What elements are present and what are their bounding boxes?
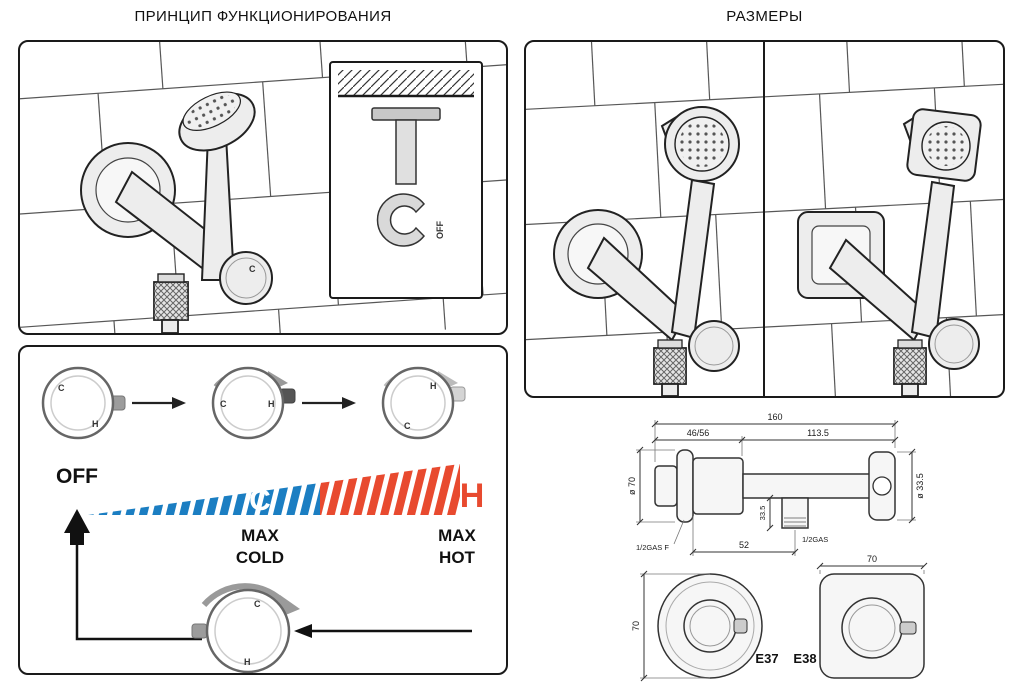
svg-text:MAX: MAX xyxy=(438,526,476,545)
hose-collar xyxy=(157,273,185,283)
fv-round-knob xyxy=(683,599,737,653)
panel-operation-wall: C OFF xyxy=(18,40,508,335)
dim-o33-5: ø 33.5 xyxy=(915,473,925,499)
fv-square-knob-tab xyxy=(899,621,917,635)
panel-dimension-drawings: 160 46/56 113.5 xyxy=(524,400,1024,700)
e37-handle xyxy=(670,178,716,340)
flow-connector xyxy=(75,545,202,641)
knob-steps-drawing: C H C H xyxy=(41,366,484,673)
dim-46-56: 46/56 xyxy=(687,428,710,438)
e38-handle xyxy=(910,180,956,340)
gradient-cold-section xyxy=(88,483,320,515)
ceiling-bracket-inset: OFF xyxy=(329,61,483,299)
fv-round-knob-tab xyxy=(733,618,748,634)
e37-hose xyxy=(661,383,679,396)
e38-spray-face xyxy=(926,126,966,166)
mixer-knob-c: C xyxy=(254,599,261,609)
mount-plate xyxy=(371,107,441,121)
svg-text:MAX: MAX xyxy=(241,526,279,545)
off-label: OFF xyxy=(56,465,98,488)
model-e38: E38 xyxy=(793,651,816,666)
sv-valve-body xyxy=(692,457,744,515)
shower-variants-drawing xyxy=(526,42,1003,396)
knob-2-h: H xyxy=(268,399,275,409)
knob-state-1: C H xyxy=(41,366,126,440)
spray-face xyxy=(186,95,237,128)
left-section-title: ПРИНЦИП ФУНКЦИОНИРОВАНИЯ xyxy=(134,8,392,25)
sv-outlet xyxy=(781,497,809,529)
dim-160: 160 xyxy=(767,412,782,422)
bracket-stem xyxy=(395,119,417,185)
model-e37: E37 xyxy=(755,651,778,666)
e38-shower xyxy=(797,108,982,396)
panel-operation-knobs: C H C H xyxy=(18,345,508,675)
dim-33-5: 33.5 xyxy=(758,506,767,521)
shower-head xyxy=(178,91,256,152)
knob-3-c: C xyxy=(404,421,411,431)
svg-text:COLD: COLD xyxy=(236,548,284,567)
hand-shower-assembly: C xyxy=(80,91,273,333)
max-hot-label: MAX HOT xyxy=(438,526,476,567)
knob-2-c: C xyxy=(220,399,227,409)
sv-pipe xyxy=(742,473,874,499)
dim-o70: ø 70 xyxy=(627,477,637,495)
dim-113-5: 113.5 xyxy=(807,428,829,438)
hose xyxy=(161,319,179,333)
shower-holder-hook xyxy=(376,193,426,247)
dim-gas: 1/2GAS xyxy=(802,535,828,544)
holder-off-label: OFF xyxy=(435,221,445,239)
hose-nut-knurl xyxy=(154,282,188,320)
mixer-knob-h: H xyxy=(244,657,251,667)
mixer-rotation-arc xyxy=(201,583,289,608)
svg-text:HOT: HOT xyxy=(439,548,476,567)
gradient-c-letter: C xyxy=(249,484,271,517)
sv-knob xyxy=(654,465,678,507)
e37-control-knob xyxy=(688,320,740,372)
e37-spray-face xyxy=(679,121,725,167)
step-arrow-2 xyxy=(302,397,356,409)
dim-52: 52 xyxy=(739,540,749,550)
knob-3-h: H xyxy=(430,381,437,391)
knob-1-h: H xyxy=(92,419,99,429)
knob-state-3: H C xyxy=(381,366,466,440)
operation-wall-drawing: C OFF xyxy=(20,42,506,333)
dim-gas-f: 1/2GAS F xyxy=(636,543,669,552)
control-knob-letter: C xyxy=(249,264,256,274)
dim-70-square: 70 xyxy=(867,554,877,564)
e37-shower xyxy=(553,106,740,396)
flow-up-arrow xyxy=(64,509,90,545)
sv-flange xyxy=(676,449,694,523)
max-cold-label: MAX COLD xyxy=(236,526,284,567)
flow-left-arrow xyxy=(294,624,472,638)
side-view: 160 46/56 113.5 xyxy=(627,412,925,556)
mixer-knob-tab xyxy=(191,623,208,639)
front-views: 70 70 E37 E38 xyxy=(631,554,928,682)
knob-1-c: C xyxy=(58,383,65,393)
step-arrow-1 xyxy=(132,397,186,409)
knob-state-2: C H xyxy=(211,366,296,440)
right-section-title: РАЗМЕРЫ xyxy=(726,8,803,25)
gradient-hot-section xyxy=(320,464,460,515)
gradient-h-letter: H xyxy=(460,477,485,515)
control-knob xyxy=(219,251,273,305)
e38-hose xyxy=(901,383,919,396)
temperature-gradient: C H xyxy=(88,464,484,517)
dim-70-round: 70 xyxy=(631,621,641,631)
fv-square-knob xyxy=(841,597,903,659)
e38-control-knob xyxy=(928,318,980,370)
dimension-drawings: 160 46/56 113.5 xyxy=(627,412,928,682)
mixer-knob: C H xyxy=(191,583,300,673)
ceiling-hatch xyxy=(338,70,474,96)
panel-dimensions-wall xyxy=(524,40,1005,398)
